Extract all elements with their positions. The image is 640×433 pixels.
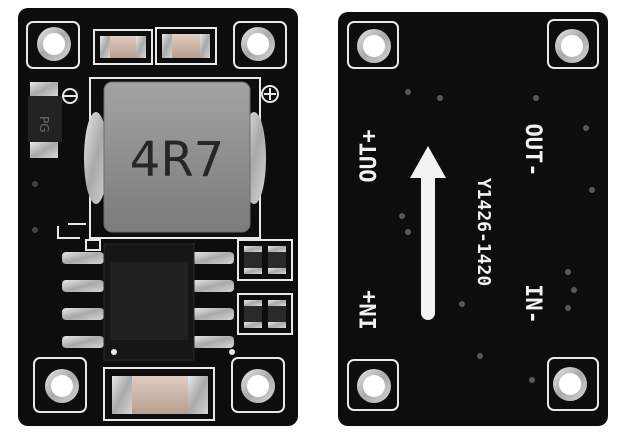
diode-marking: PG [37,116,51,133]
ic-chip [62,239,235,361]
label-model-number: Y1426-1420 [473,178,494,286]
front-small-smd [237,239,293,335]
back-vias [399,89,595,383]
label-out-plus: OUT+ [357,130,382,183]
ic-pins-right [192,252,234,348]
front-mounting-holes [26,21,287,413]
back-mounting-holes [347,19,599,411]
bottom-capacitor [103,367,215,421]
back-board: OUT+ IN+ OUT- IN- Y1426-1420 [338,12,608,426]
label-in-plus: IN+ [357,290,382,330]
diode-pg: PG [28,82,62,158]
back-pcb [338,12,608,426]
direction-arrow [410,146,446,320]
inductor-body [103,81,251,233]
polarity-marks [62,85,279,104]
ic-pins-left [62,252,104,348]
front-board: PG 4R7 [18,8,298,426]
label-in-minus: IN- [520,284,545,324]
inductor-4r7: 4R7 [84,77,266,239]
inductor-marking: 4R7 [130,132,224,188]
front-silk-marks [32,181,86,239]
top-capacitors [93,27,217,65]
label-out-minus: OUT- [520,124,545,177]
